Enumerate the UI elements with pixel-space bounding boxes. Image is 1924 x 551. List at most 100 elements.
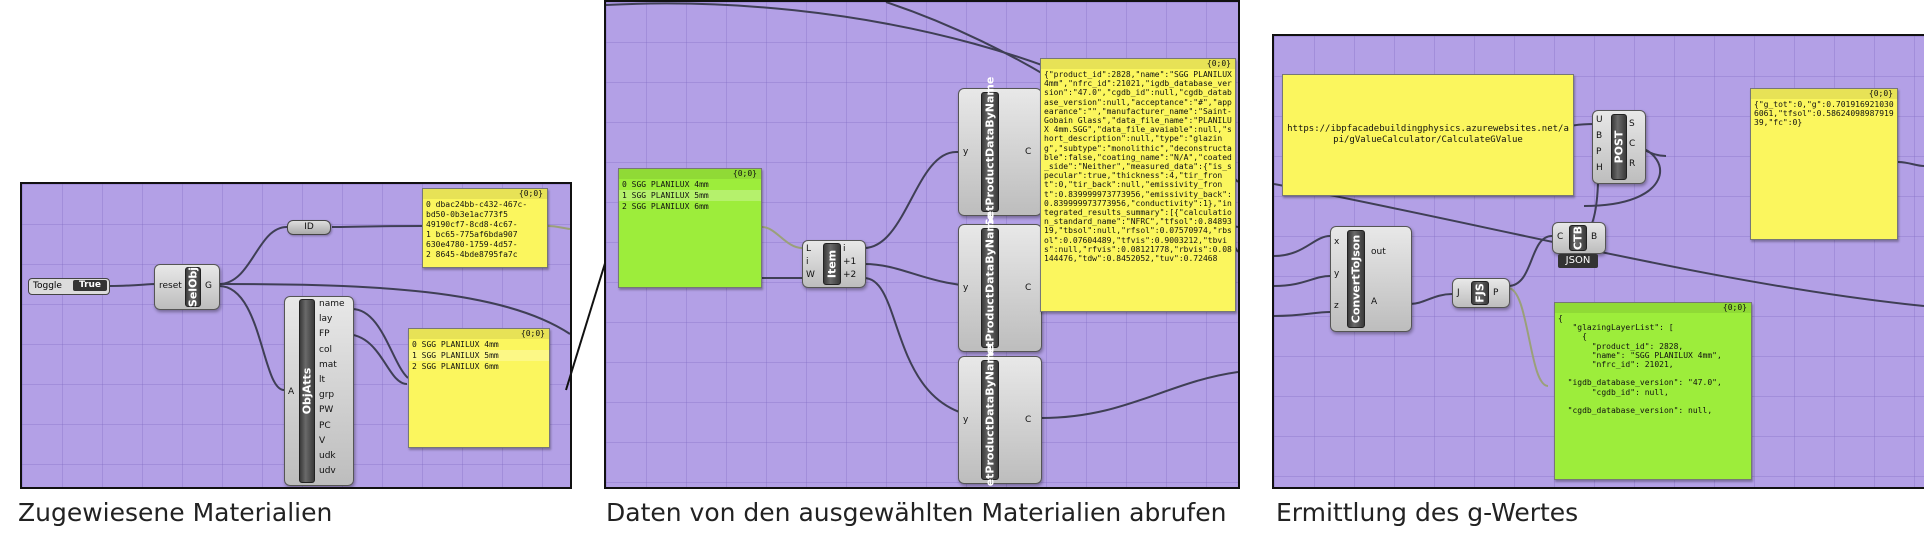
id-note-line: 0 dbac24bb-c432-467c- [426,200,528,209]
getter-output-c[interactable]: C [1025,283,1032,293]
objatts-output-lt[interactable]: lt [319,375,326,385]
objatts-output-fp[interactable]: FP [319,329,330,340]
glazing-json-note[interactable]: {0;0} { "glazingLayerList": [ { "product… [1554,302,1752,480]
get-product-data-by-name-component[interactable]: y GetProductDataByName C [958,213,1042,363]
id-note-line: bd50-0b3e1ac773f5 [426,210,508,219]
url-text: https://ibpfacadebuildingphysics.azurewe… [1287,124,1569,145]
material-list-header: {0;0} [409,329,549,339]
item-output-i[interactable]: i [843,244,846,254]
result-note[interactable]: {0;0} {"g_tot":0,"g":0.7019169210306061,… [1750,88,1898,240]
post-input-b[interactable]: B [1596,131,1603,141]
selobj-component[interactable]: reset SelObj G [154,264,220,310]
objatts-input-a[interactable]: A [288,387,295,397]
glazing-json-header: {0;0} [1555,303,1751,313]
objatts-output-udv[interactable]: udv [319,466,336,477]
item-core: Item [823,243,841,285]
selobj-input-reset[interactable]: reset [159,281,182,291]
convert-input-x[interactable]: x [1334,237,1340,247]
fjs-output[interactable]: P [1493,288,1499,298]
item-input-w[interactable]: W [806,270,815,280]
objatts-output-udk[interactable]: udk [319,451,336,461]
convert-output-a[interactable]: A [1371,297,1378,307]
item-input-i[interactable]: i [806,257,809,267]
post-output-c[interactable]: C [1629,139,1636,149]
getter-title: GetProductDataByName [983,76,997,228]
id-note-line: 49190cf7-8cd8-4c67- [426,220,518,229]
selected-material-item: 2 SGG PLANILUX 6mm [622,202,709,211]
id-relay[interactable]: ID [287,220,331,235]
convert-input-z[interactable]: z [1334,301,1339,311]
selobj-core: SelObj [185,266,201,308]
fjs-input[interactable]: J [1457,288,1460,298]
convert-output-out[interactable]: out [1371,247,1386,257]
getter-core: GetProductDataByName [981,345,999,487]
selobj-output-g[interactable]: G [205,281,212,291]
json-tag: JSON [1558,254,1598,268]
post-input-p[interactable]: P [1596,147,1602,157]
objatts-output-mat[interactable]: mat [319,359,337,370]
caption-assigned-materials: Zugewiesene Materialien [18,498,333,527]
getter-core: GetProductDataByName [981,213,999,363]
ctb-core: CTB [1569,225,1587,251]
selected-material-list-header: {0;0} [619,169,761,179]
ctb-output[interactable]: B [1591,232,1598,242]
objatts-output-col[interactable]: col [319,344,332,355]
item-input-l[interactable]: L [806,244,812,254]
product-json-note[interactable]: {0;0} {"product_id":2828,"name":"SGG PLA… [1040,58,1236,312]
post-input-h[interactable]: H [1596,163,1603,173]
getter-title: GetProductDataByName [983,344,997,489]
id-note-body: 0 dbac24bb-c432-467c- bd50-0b3e1ac773f5 … [423,199,547,261]
getter-output-c[interactable]: C [1025,415,1032,425]
canvas-panel-assigned-materials[interactable]: Toggle True reset SelObj G ID {0;0} 0 db… [20,182,572,489]
id-note-line: 630e4780-1759-4d57- [426,240,518,249]
get-product-data-by-name-component[interactable]: y GetProductDataByName C [958,77,1042,227]
toggle-value[interactable]: True [73,280,107,291]
objatts-output-pw[interactable]: PW [319,405,334,416]
glazing-json-text: { "glazingLayerList": [ { "product_id": … [1558,314,1722,416]
url-note[interactable]: https://ibpfacadebuildingphysics.azurewe… [1282,74,1574,196]
fjs-component[interactable]: J FJS P [1452,278,1510,308]
getter-output-c[interactable]: C [1025,147,1032,157]
get-product-data-by-name-component[interactable]: y GetProductDataByName C [958,345,1042,487]
getter-input-y[interactable]: y [963,283,969,293]
convert-core: ConvertToJson [1347,230,1365,328]
canvas-panel-g-value[interactable]: https://ibpfacadebuildingphysics.azurewe… [1272,34,1924,489]
material-list-item: 1 SGG PLANILUX 5mm [409,350,549,361]
objatts-output-name[interactable]: name [319,299,345,309]
selected-material-item: 1 SGG PLANILUX 5mm [619,190,761,201]
item-output-2[interactable]: +2 [843,270,857,280]
convert-input-y[interactable]: y [1334,269,1340,279]
post-input-u[interactable]: U [1596,115,1603,125]
ctb-component[interactable]: C CTB B [1552,222,1606,254]
product-json-text: {"product_id":2828,"name":"SGG PLANILUX … [1044,70,1232,264]
item-output-1[interactable]: +1 [843,257,857,267]
getter-input-y[interactable]: y [963,147,969,157]
result-note-header: {0;0} [1751,89,1897,99]
id-note-header: {0;0} [423,189,547,199]
toggle-label: Toggle [33,281,62,291]
material-list-item: 0 SGG PLANILUX 4mm [412,340,499,349]
post-output-s[interactable]: S [1629,119,1635,129]
selected-material-item: 0 SGG PLANILUX 4mm [622,180,709,189]
objatts-output-pc[interactable]: PC [319,420,331,431]
id-note[interactable]: {0;0} 0 dbac24bb-c432-467c- bd50-0b3e1ac… [422,188,548,268]
getter-input-y[interactable]: y [963,415,969,425]
fjs-core: FJS [1471,281,1489,305]
ctb-input[interactable]: C [1557,232,1564,242]
post-output-r[interactable]: R [1629,159,1636,169]
product-json-header: {0;0} [1041,59,1235,69]
objatts-output-lay[interactable]: lay [319,314,333,325]
objatts-output-grp[interactable]: grp [319,390,335,401]
toggle-component[interactable]: Toggle True [28,278,110,295]
objatts-output-v[interactable]: V [319,435,326,446]
getter-title: GetProductDataByName [983,212,997,364]
getter-core: GetProductDataByName [981,77,999,227]
